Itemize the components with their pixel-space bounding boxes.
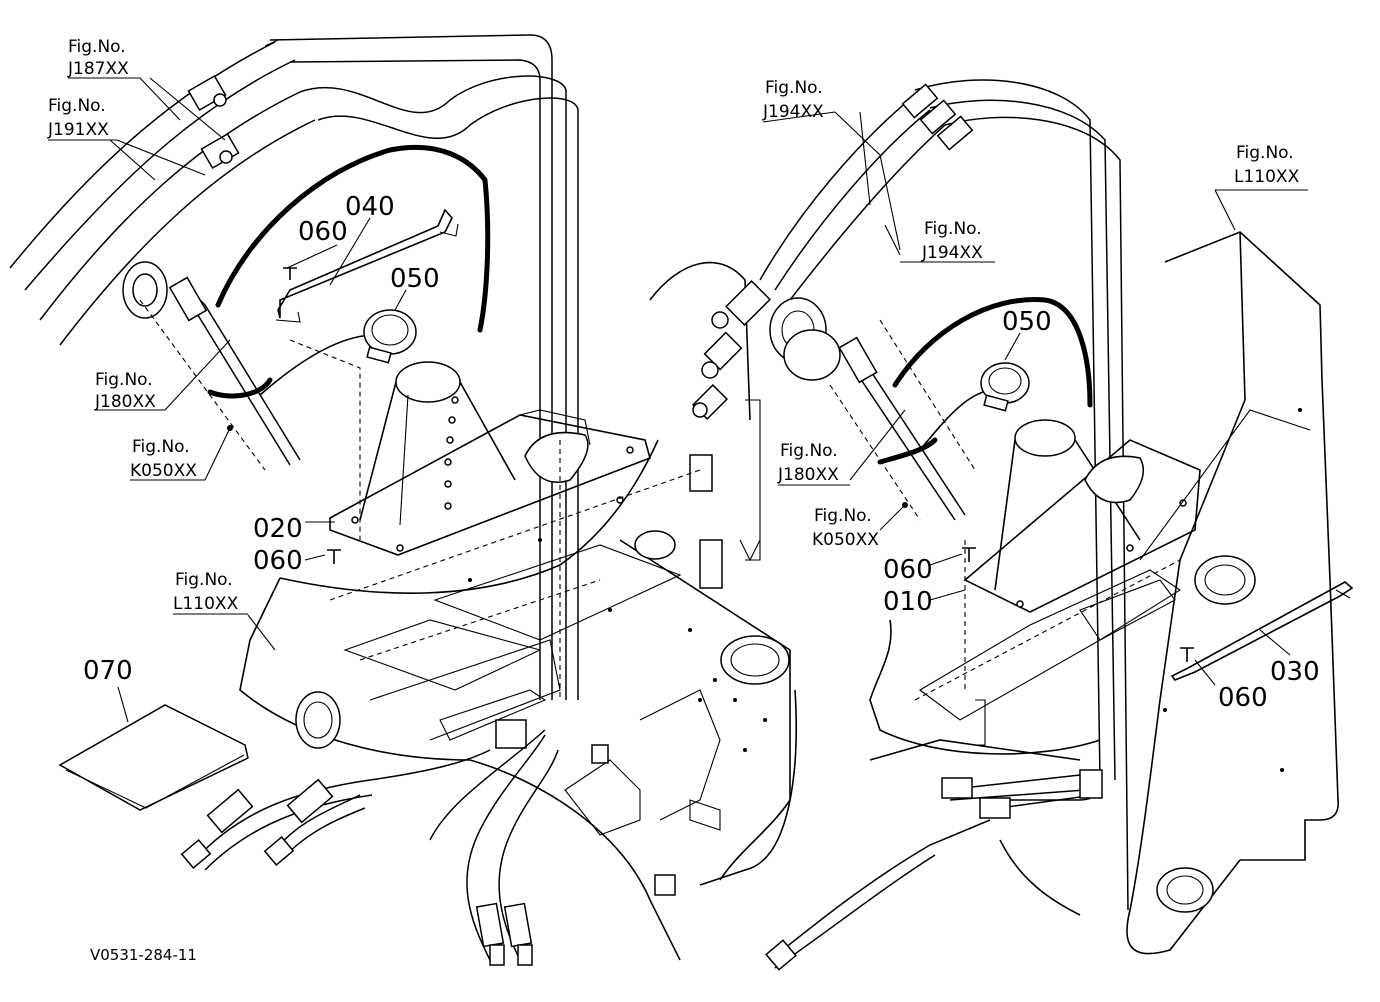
- fig-ref-k050-right-title: Fig.No.: [814, 506, 872, 526]
- fig-ref-j194-mid-code: J194XX: [921, 243, 983, 263]
- part-number-060-top-left: 060: [298, 217, 348, 247]
- fig-ref-j194-top-code: J194XX: [762, 102, 824, 122]
- fig-ref-j180-right-code: J180XX: [777, 465, 839, 485]
- fig-ref-j187-left-title: Fig.No.: [68, 37, 126, 57]
- part-number-050-left: 050: [390, 264, 440, 294]
- fig-ref-j180-left-title: Fig.No.: [95, 370, 153, 390]
- part-number-030: 030: [1270, 657, 1320, 687]
- part-number-060-mid-left: 060: [253, 546, 303, 576]
- drawing-code: V0531-284-11: [90, 946, 197, 964]
- fig-ref-k050-left-title: Fig.No.: [132, 437, 190, 457]
- fig-ref-l110-left-title: Fig.No.: [175, 570, 233, 590]
- part-number-050-right: 050: [1002, 307, 1052, 337]
- fig-ref-j194-mid-title: Fig.No.: [924, 219, 982, 239]
- part-number-020: 020: [253, 514, 303, 544]
- fig-ref-k050-right-code: K050XX: [812, 530, 879, 550]
- part-number-060-right-a: 060: [883, 555, 933, 585]
- part-number-070: 070: [83, 656, 133, 686]
- left-assembly-drawing: [9, 34, 797, 966]
- fig-ref-j191-left-code: J191XX: [47, 120, 109, 140]
- fig-ref-j180-right-title: Fig.No.: [780, 441, 838, 461]
- part-number-010: 010: [883, 587, 933, 617]
- fig-ref-j191-left-title: Fig.No.: [48, 96, 106, 116]
- fig-ref-l110-right-code: L110XX: [1234, 167, 1300, 187]
- right-assembly-drawing: [691, 79, 1354, 971]
- fig-ref-k050-left-code: K050XX: [130, 461, 197, 481]
- fig-ref-j187-left-code: J187XX: [67, 59, 129, 79]
- part-number-040: 040: [345, 192, 395, 222]
- fig-ref-l110-left-code: L110XX: [173, 594, 239, 614]
- fig-ref-l110-right-title: Fig.No.: [1236, 143, 1294, 163]
- fig-ref-j180-left-code: J180XX: [94, 392, 156, 412]
- fig-ref-j194-top-title: Fig.No.: [765, 78, 823, 98]
- part-number-060-right-b: 060: [1218, 683, 1268, 713]
